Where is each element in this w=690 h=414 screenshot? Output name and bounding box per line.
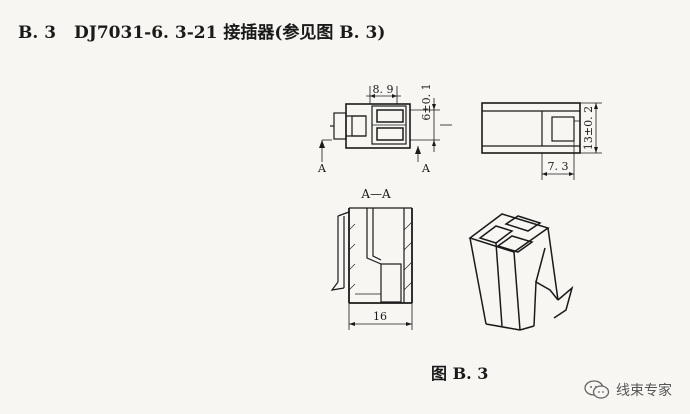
section-mark-right: A [421, 162, 431, 175]
side-dim-width: 7. 3 [548, 160, 569, 173]
side-view [481, 102, 602, 180]
watermark: 线束专家 [584, 380, 672, 400]
section-mark-left: A [317, 162, 327, 175]
section-heading: B. 3 DJ7031-6. 3-21 接插器(参见图 B. 3) [18, 18, 385, 43]
section-title: A—A [360, 187, 391, 201]
isometric-view [468, 213, 574, 331]
figure-caption: 图 B. 3 [431, 364, 489, 383]
watermark-text: 线束专家 [616, 383, 672, 399]
front-dim-width: 8. 9 [373, 83, 394, 96]
side-dim-height: 13±0. 2 [582, 106, 595, 150]
section-dim-width: 16 [373, 310, 387, 323]
section-view [330, 207, 413, 330]
wechat-icon [584, 380, 610, 399]
section-title: DJ7031-6. 3-21 接插器(参见图 B. 3) [74, 23, 386, 43]
front-view [319, 86, 452, 162]
front-dim-height: 6±0. 1 [420, 83, 433, 120]
section-number: B. 3 [18, 23, 57, 43]
